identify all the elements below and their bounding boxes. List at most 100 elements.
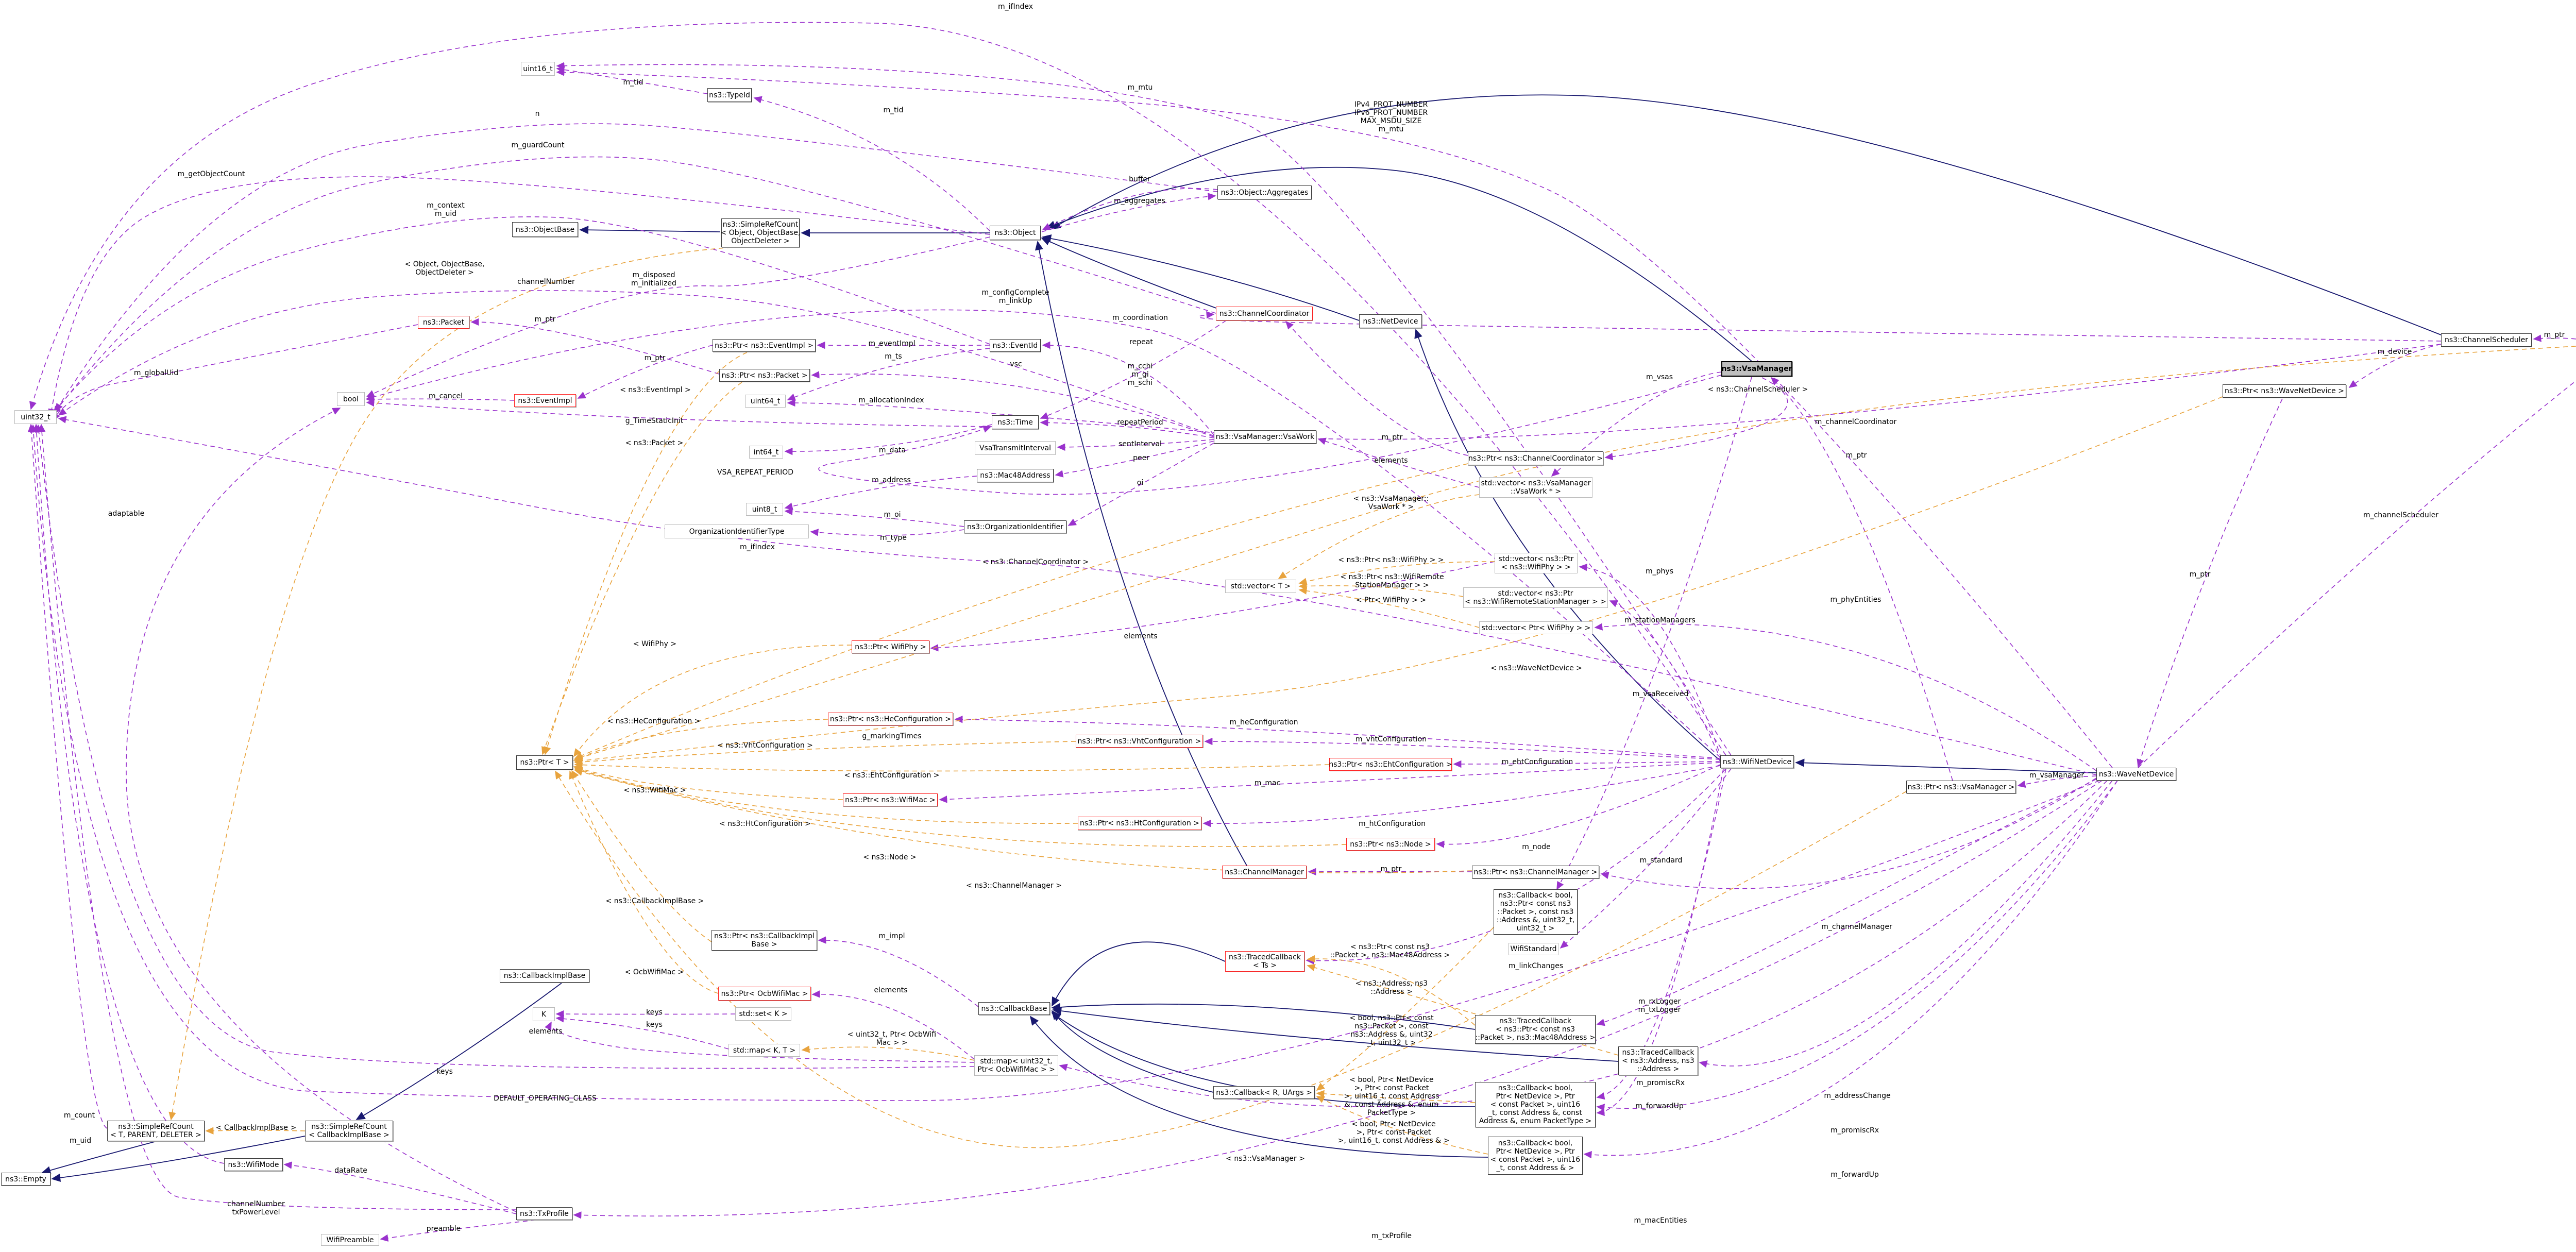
class-node-label-line: Ptr< OcbWifiMac > > xyxy=(977,1065,1055,1074)
class-node-ptr-heconfiguration[interactable]: ns3::Ptr< ns3::HeConfiguration > xyxy=(828,713,953,725)
class-node-channelmanager[interactable]: ns3::ChannelManager xyxy=(1222,866,1307,878)
class-node-label-line: ns3::SimpleRefCount xyxy=(722,221,799,229)
class-node-label-line: ns3::Object::Aggregates xyxy=(1221,188,1309,197)
class-node-ptr-node[interactable]: ns3::Ptr< ns3::Node > xyxy=(1346,838,1435,851)
class-node-label-line: uint32_t xyxy=(21,413,50,421)
class-node-label-line: ns3::Ptr< ns3::HtConfiguration > xyxy=(1079,819,1200,827)
class-node-label-line: ns3::TracedCallback xyxy=(1622,1048,1694,1057)
class-node-label-line: ns3::Ptr< T > xyxy=(520,758,569,767)
class-node-channelcoordinator[interactable]: ns3::ChannelCoordinator xyxy=(1216,307,1313,320)
class-node-label-line: ns3::Ptr< ns3::Packet > xyxy=(721,371,808,380)
class-node-label-line: ns3::Ptr< const ns3 xyxy=(1500,900,1571,908)
class-node-eventimpl[interactable]: ns3::EventImpl xyxy=(514,394,576,407)
class-node-channelscheduler[interactable]: ns3::ChannelScheduler xyxy=(2441,333,2532,347)
class-node-label-line: ns3::Ptr< ns3::VsaManager > xyxy=(1907,783,2015,791)
class-node-int64-t[interactable]: int64_t xyxy=(749,446,783,459)
class-node-uint8-t[interactable]: uint8_t xyxy=(746,503,783,516)
class-node-callbackbase[interactable]: ns3::CallbackBase xyxy=(978,1002,1050,1015)
class-node-label-line: ns3::Ptr< ns3::ChannelManager > xyxy=(1473,868,1598,876)
class-node-ptr-t[interactable]: ns3::Ptr< T > xyxy=(516,755,573,770)
class-node-tracedcallback-ts[interactable]: ns3::TracedCallback< Ts > xyxy=(1225,951,1304,972)
class-node-wifistandard[interactable]: WifiStandard xyxy=(1509,943,1558,955)
class-node-wavenetdevice[interactable]: ns3::WaveNetDevice xyxy=(2096,768,2176,781)
class-node-ptr-wifimac[interactable]: ns3::Ptr< ns3::WifiMac > xyxy=(843,793,938,806)
class-node-objectbase[interactable]: ns3::ObjectBase xyxy=(512,222,578,237)
class-node-ptr-packet[interactable]: ns3::Ptr< ns3::Packet > xyxy=(719,369,810,382)
class-node-label-line: ns3::Ptr< ns3::CallbackImpl xyxy=(714,932,815,940)
class-node-typeid[interactable]: ns3::TypeId xyxy=(707,88,752,102)
class-node-callback-promiscrx[interactable]: ns3::Callback< bool,Ptr< NetDevice >, Pt… xyxy=(1475,1082,1596,1127)
class-node-uint64-t[interactable]: uint64_t xyxy=(745,395,786,408)
class-node-time[interactable]: ns3::Time xyxy=(992,415,1039,429)
class-node-map-uint32-ocbwifimac[interactable]: std::map< uint32_t,Ptr< OcbWifiMac > > xyxy=(974,1055,1058,1076)
class-node-organizationidentifiertype[interactable]: OrganizationIdentifierType xyxy=(665,525,809,538)
class-node-vector-ptr-wifiphy[interactable]: std::vector< ns3::Ptr< ns3::WifiPhy > > xyxy=(1495,553,1578,573)
class-node-uint16-t[interactable]: uint16_t xyxy=(521,62,555,76)
class-node-netdevice[interactable]: ns3::NetDevice xyxy=(1359,314,1422,328)
class-node-ptr-ehtconfiguration[interactable]: ns3::Ptr< ns3::EhtConfiguration > xyxy=(1329,758,1452,771)
class-node-empty[interactable]: ns3::Empty xyxy=(1,1173,50,1186)
class-node-label-line: ns3::Empty xyxy=(5,1175,46,1183)
class-node-tracedcallback-address[interactable]: ns3::TracedCallback< ns3::Address, ns3::… xyxy=(1618,1046,1698,1075)
class-node-wifipreamble[interactable]: WifiPreamble xyxy=(321,1234,379,1246)
class-node-label-line: < ns3::Ptr< const ns3 xyxy=(1496,1025,1575,1034)
class-node-ptr-wifiphy[interactable]: ns3::Ptr< WifiPhy > xyxy=(852,640,929,653)
class-node-bool[interactable]: bool xyxy=(337,392,365,406)
class-node-object[interactable]: ns3::Object xyxy=(990,226,1041,240)
class-node-eventid[interactable]: ns3::EventId xyxy=(990,339,1041,352)
class-node-mac48address[interactable]: ns3::Mac48Address xyxy=(977,469,1054,482)
class-node-label-line: uint64_t xyxy=(750,397,781,405)
class-node-callbackimplbase[interactable]: ns3::CallbackImplBase xyxy=(500,969,589,983)
class-node-callback-r-uargs[interactable]: ns3::Callback< R, UArgs > xyxy=(1213,1086,1315,1099)
class-node-label-line: ns3::WaveNetDevice xyxy=(2098,770,2174,779)
class-node-ptr-vsamanager[interactable]: ns3::Ptr< ns3::VsaManager > xyxy=(1906,781,2016,793)
class-node-packet[interactable]: ns3::Packet xyxy=(418,316,469,329)
class-node-label-line: std::vector< T > xyxy=(1230,582,1291,590)
class-node-label-line: ns3::CallbackImplBase xyxy=(503,972,586,980)
class-node-label-line: std::map< uint32_t, xyxy=(980,1057,1053,1065)
class-node-map-k-t[interactable]: std::map< K, T > xyxy=(728,1044,800,1057)
class-node-label-line: < T, PARENT, DELETER > xyxy=(110,1131,201,1139)
class-node-callback-forwardup[interactable]: ns3::Callback< bool,Ptr< NetDevice >, Pt… xyxy=(1488,1137,1583,1175)
class-node-vector-ptr-wrsm[interactable]: std::vector< ns3::Ptr< ns3::WifiRemoteSt… xyxy=(1463,587,1608,608)
class-node-label-line: ns3::Ptr< WifiPhy > xyxy=(855,642,926,651)
class-node-vsawork[interactable]: ns3::VsaManager::VsaWork xyxy=(1214,430,1316,444)
class-node-vector-ptr-wifiphy2[interactable]: std::vector< Ptr< WifiPhy > > xyxy=(1479,621,1593,634)
class-node-ptr-wavenetdevice[interactable]: ns3::Ptr< ns3::WaveNetDevice > xyxy=(2223,384,2346,398)
class-node-vector-vsawork[interactable]: std::vector< ns3::VsaManager::VsaWork * … xyxy=(1479,477,1592,498)
class-node-simplerefcount-cib[interactable]: ns3::SimpleRefCount< CallbackImplBase > xyxy=(305,1121,393,1141)
class-node-callback-vsareceived[interactable]: ns3::Callback< bool,ns3::Ptr< const ns3:… xyxy=(1494,889,1578,935)
class-node-organizationidentifier[interactable]: ns3::OrganizationIdentifier xyxy=(964,520,1066,533)
class-node-label-line: < const Packet >, uint16 xyxy=(1490,1156,1581,1164)
class-node-txprofile[interactable]: ns3::TxProfile xyxy=(516,1207,572,1220)
class-node-ptr-channelmanager[interactable]: ns3::Ptr< ns3::ChannelManager > xyxy=(1472,866,1599,878)
class-node-ptr-vhtconfiguration[interactable]: ns3::Ptr< ns3::VhtConfiguration > xyxy=(1076,735,1203,748)
class-node-label-line: Ptr< NetDevice >, Ptr xyxy=(1496,1092,1575,1101)
class-node-ptr-channelcoordinator[interactable]: ns3::Ptr< ns3::ChannelCoordinator > xyxy=(1468,451,1603,465)
class-node-simplerefcount-object[interactable]: ns3::SimpleRefCount< Object, ObjectBase,… xyxy=(721,218,800,247)
class-node-ptr-ocbwifimac[interactable]: ns3::Ptr< OcbWifiMac > xyxy=(718,987,811,1001)
class-node-vsamanager[interactable]: ns3::VsaManager xyxy=(1721,361,1792,377)
class-node-wifimode[interactable]: ns3::WifiMode xyxy=(224,1158,283,1171)
class-node-simplerefcount-tpd[interactable]: ns3::SimpleRefCount< T, PARENT, DELETER … xyxy=(107,1121,205,1141)
class-node-label-line: ns3::Time xyxy=(997,418,1033,427)
class-node-label-line: ns3::Packet xyxy=(422,318,465,327)
class-node-k[interactable]: K xyxy=(533,1007,555,1021)
class-node-label-line: uint32_t > xyxy=(1516,924,1555,933)
class-node-label-line: ::Packet >, ns3::Mac48Address > xyxy=(1475,1034,1596,1042)
class-node-label-line: K xyxy=(541,1010,547,1019)
class-node-object-aggregates[interactable]: ns3::Object::Aggregates xyxy=(1217,185,1312,199)
class-node-ptr-htconfiguration[interactable]: ns3::Ptr< ns3::HtConfiguration > xyxy=(1078,817,1201,830)
class-node-vector-t[interactable]: std::vector< T > xyxy=(1225,580,1296,593)
class-node-label-line: ns3::Ptr< ns3::ChannelCoordinator > xyxy=(1468,454,1603,463)
class-node-set-k[interactable]: std::set< K > xyxy=(735,1007,791,1021)
class-node-label-line: ::Address &, uint32_t, xyxy=(1496,916,1575,924)
class-node-tracedcallback-packet-mac[interactable]: ns3::TracedCallback< ns3::Ptr< const ns3… xyxy=(1475,1015,1596,1044)
class-node-vsatransmitinterval[interactable]: VsaTransmitInterval xyxy=(975,441,1056,455)
class-node-label-line: ns3::VsaManager::VsaWork xyxy=(1215,433,1315,441)
class-node-uint32-t[interactable]: uint32_t xyxy=(14,410,57,424)
class-node-ptr-eventimpl[interactable]: ns3::Ptr< ns3::EventImpl > xyxy=(713,339,816,352)
class-node-wifinetdevice[interactable]: ns3::WifiNetDevice xyxy=(1720,755,1794,768)
